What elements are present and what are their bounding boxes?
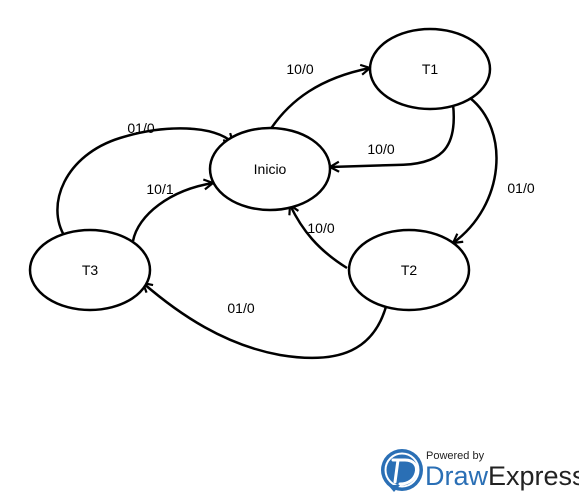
state-inicio: Inicio — [208, 126, 332, 212]
edge-t1-to-inicio — [330, 103, 456, 167]
drawexpress-logo: Powered by DrawExpress — [381, 449, 579, 492]
state-t2: T2 — [347, 228, 471, 312]
edge-t2-to-t3 — [143, 283, 389, 360]
state-inicio-label: Inicio — [254, 161, 287, 177]
edge-t2-to-inicio — [290, 205, 348, 270]
state-t1: T1 — [368, 27, 492, 111]
edge-t1-to-t2 — [453, 97, 498, 243]
edge-label-inicio-to-t1: 10/0 — [286, 61, 313, 77]
watermark-powered-by: Powered by — [426, 450, 485, 462]
state-t2-label: T2 — [401, 262, 418, 278]
edge-t3-to-inicio-outer — [56, 127, 233, 238]
edge-label-t3-to-inicio-outer: 01/0 — [127, 120, 154, 136]
edge-t3-to-inicio-inner — [131, 183, 213, 242]
edge-inicio-to-t1 — [268, 68, 370, 131]
state-t3: T3 — [28, 228, 152, 312]
state-t3-label: T3 — [82, 262, 99, 278]
edge-label-t1-to-inicio: 10/0 — [367, 141, 394, 157]
edge-label-t2-to-t3: 01/0 — [227, 300, 254, 316]
watermark-brand: DrawExpress — [425, 461, 579, 491]
drawexpress-logo-icon — [381, 449, 423, 492]
state-t1-label: T1 — [422, 61, 439, 77]
edge-label-t2-to-inicio: 10/0 — [307, 220, 334, 236]
edge-label-t3-to-inicio-inner: 10/1 — [146, 181, 173, 197]
edge-label-t1-to-t2: 01/0 — [507, 180, 534, 196]
